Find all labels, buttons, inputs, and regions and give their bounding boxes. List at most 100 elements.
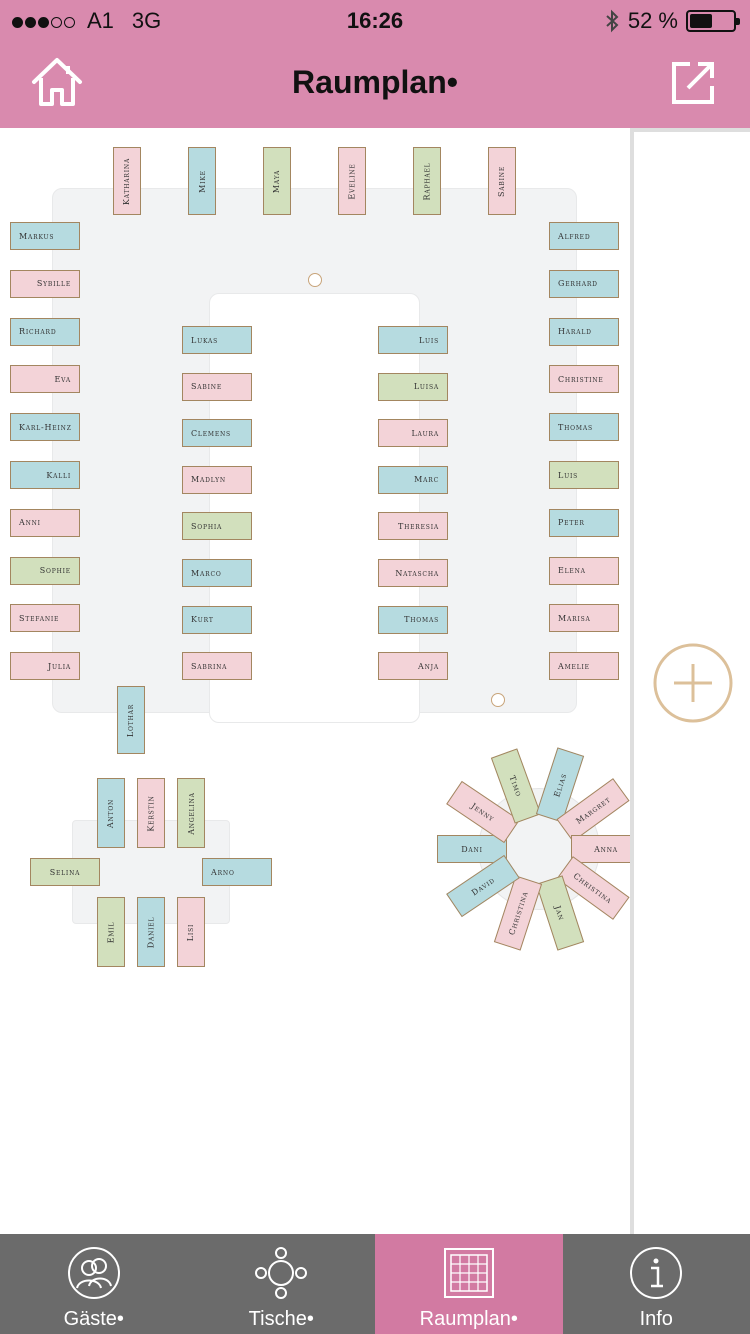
seat-name: Peter [558,518,585,528]
info-icon [630,1247,683,1299]
seat-card[interactable]: Markus [10,222,80,250]
seat-name: Harald [558,327,592,337]
seat-card[interactable]: Sabine [182,372,252,401]
seat-card[interactable]: Raphael [413,147,441,215]
seat-card[interactable]: Sabine [488,147,516,215]
seat-card[interactable]: Arno [202,858,272,886]
seat-name: Elena [558,566,586,576]
seat-card[interactable]: Maya [263,147,291,215]
seat-card[interactable]: Lukas [182,326,252,354]
status-time: 16:26 [346,8,404,33]
seat-card[interactable]: Anja [378,652,448,681]
seat-name: Raphael [422,162,432,200]
tab-tables[interactable]: Tische• [188,1234,376,1334]
seat-card[interactable]: Marco [182,559,252,587]
seat-card[interactable]: Lisi [177,897,205,967]
seat-card[interactable]: Natascha [378,559,448,587]
seat-card[interactable]: Emil [97,897,125,967]
u-table-marker-bottom[interactable] [491,693,505,707]
u-table-marker-top[interactable] [308,273,322,287]
seat-card[interactable]: Katharina [113,147,141,215]
seat-card[interactable]: Clemens [182,419,252,448]
seat-name: Madlyn [191,475,226,485]
guests-icon [67,1247,120,1299]
seat-card[interactable]: Karl-Heinz [10,413,80,442]
seat-card[interactable]: Richard [10,317,80,346]
seat-card[interactable]: Thomas [549,413,619,442]
seat-name: Dani [461,844,483,854]
seat-card[interactable]: Lothar [117,686,145,754]
seat-card[interactable]: Kalli [10,461,80,489]
seat-name: Thomas [558,422,593,432]
seat-card[interactable]: Gerhard [549,269,619,298]
seat-card[interactable]: Daniel [137,897,165,967]
seat-card[interactable]: Luisa [378,372,448,401]
battery-icon [686,10,740,32]
seat-name: Kurt [191,615,214,625]
seat-name: Theresia [397,521,439,531]
page-title: Raumplan• [292,64,458,100]
seat-name: Christina [572,871,615,906]
seat-card[interactable]: Anna [571,835,641,863]
seat-card[interactable]: Eveline [338,147,366,215]
status-bar: A1 3G 16:26 52 % [0,0,750,40]
seat-name: Lothar [126,703,136,737]
seat-name: Karl-Heinz [19,422,72,432]
seat-name: Elias [551,772,568,799]
tab-floorplan-label: Raumplan• [419,1308,518,1330]
seat-card[interactable]: Dani [437,835,507,863]
tool-palette [630,128,750,1234]
tab-guests[interactable]: Gäste• [0,1234,188,1334]
seat-card[interactable]: Amelie [549,652,619,681]
seat-card[interactable]: Peter [549,508,619,537]
seat-card[interactable]: Anni [10,508,80,537]
seat-name: Christine [558,374,604,384]
seat-card[interactable]: Marisa [549,604,619,633]
seat-card[interactable]: Angelina [177,778,205,848]
tab-info[interactable]: Info [563,1234,750,1334]
seat-card[interactable]: Luis [549,461,619,489]
tab-info-label: Info [639,1308,673,1330]
seat-card[interactable]: Luis [378,326,448,354]
seat-name: Anni [19,518,41,528]
seat-card[interactable]: Thomas [378,605,448,634]
seat-name: Marc [414,475,439,485]
seat-name: David [470,875,497,898]
seat-name: Anja [418,661,439,671]
seat-card[interactable]: Mike [188,147,216,215]
seat-name: Sybille [36,279,71,289]
seat-card[interactable]: Eva [10,365,80,394]
seat-card[interactable]: Stefanie [10,604,80,633]
seat-card[interactable]: Christine [549,365,619,394]
seat-card[interactable]: Sophia [182,512,252,541]
status-left: A1 3G [12,8,161,34]
seat-name: Emil [106,921,116,943]
seat-name: Alfred [558,231,591,241]
seat-card[interactable]: Madlyn [182,465,252,494]
seat-card[interactable]: Kerstin [137,778,165,848]
seat-card[interactable]: Laura [378,419,448,448]
seat-card[interactable]: Harald [549,317,619,346]
seat-name: Arno [211,867,235,877]
add-table-icon[interactable] [652,642,734,724]
seat-name: Sabrina [191,661,228,671]
seat-card[interactable]: Selina [30,858,100,886]
seat-card[interactable]: Marc [378,465,448,494]
seat-card[interactable]: Sybille [10,269,80,298]
carrier-label: A1 [87,8,114,33]
seat-name: Christina [506,889,530,936]
seat-card[interactable]: Sabrina [182,652,252,681]
seat-name: Luis [418,335,439,345]
home-icon[interactable] [28,54,86,112]
seat-card[interactable]: Alfred [549,222,619,250]
seat-card[interactable]: Theresia [378,512,448,541]
seat-card[interactable]: Kurt [182,605,252,634]
seat-card[interactable]: Anton [97,778,125,848]
seat-card[interactable]: Julia [10,652,80,681]
seat-card[interactable]: Elena [549,556,619,585]
seat-name: Eva [54,374,71,384]
tab-floorplan[interactable]: Raumplan• [375,1234,563,1334]
share-icon[interactable] [670,58,718,106]
seat-card[interactable]: Sophie [10,556,80,585]
